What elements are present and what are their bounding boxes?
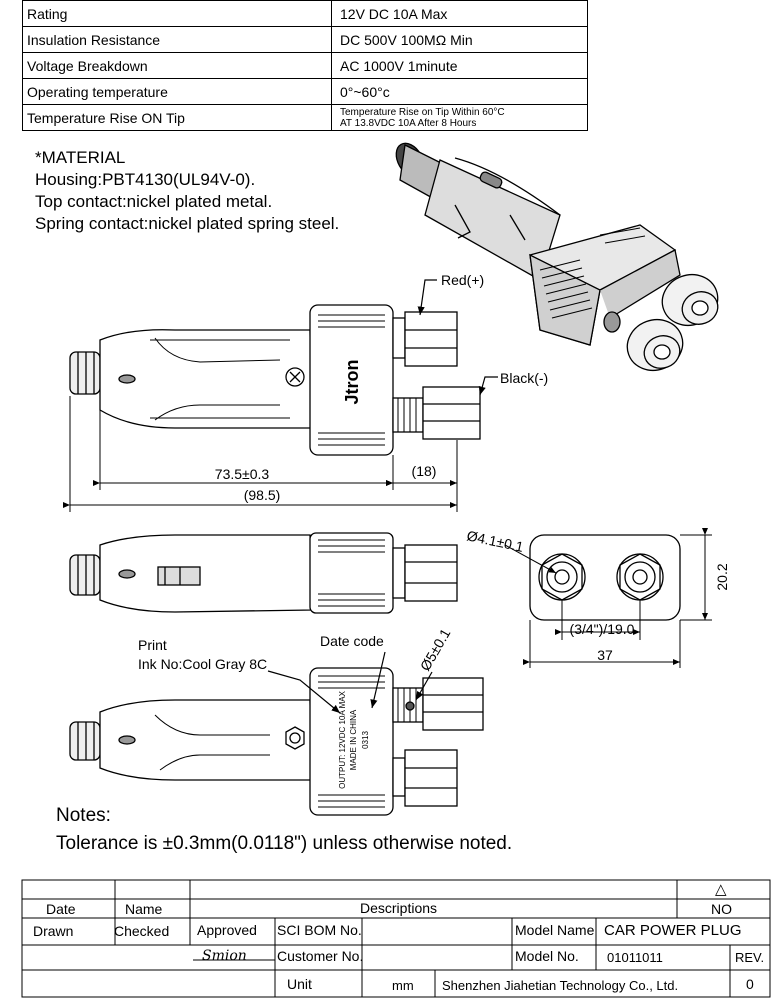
print-made: MADE IN CHINA <box>349 709 358 770</box>
date-header: Date <box>46 901 76 917</box>
spec-param: Voltage Breakdown <box>22 52 332 79</box>
brand-label: Jtron <box>342 360 362 405</box>
title-block-lines <box>21 879 771 998</box>
rev-value: 0 <box>746 976 754 992</box>
spec-value-line: Temperature Rise on Tip Within 60°C <box>340 106 505 118</box>
spec-row: Temperature Rise ON Tip Temperature Rise… <box>22 104 588 131</box>
spec-row: Insulation Resistance DC 500V 100MΩ Min <box>22 26 588 53</box>
model-name-label: Model Name <box>515 922 595 938</box>
ink-label: Ink No:Cool Gray 8C <box>138 656 267 672</box>
name-header: Name <box>125 901 163 917</box>
material-line: Top contact:nickel plated metal. <box>35 192 273 211</box>
end-view <box>529 534 681 621</box>
unit-value: mm <box>392 978 414 993</box>
spec-param: Operating temperature <box>22 78 332 105</box>
title-block: △ Date Name Descriptions NO Drawn Checke… <box>22 880 770 997</box>
no-header: NO <box>711 901 732 917</box>
dim-overall-length: (98.5) <box>244 487 281 503</box>
spec-param: Temperature Rise ON Tip <box>22 104 332 131</box>
side-view-top <box>69 304 481 456</box>
spec-row: Rating 12V DC 10A Max <box>22 0 588 27</box>
model-name-value: CAR POWER PLUG <box>604 922 742 939</box>
model-no-value: 01011011 <box>607 950 663 965</box>
print-leaders <box>267 651 433 714</box>
dim-width: 37 <box>597 647 613 663</box>
spec-table: Rating 12V DC 10A Max Insulation Resista… <box>22 0 588 131</box>
print-text: OUTPUT: 12VDC 10A MAX MADE IN CHINA 0313 <box>338 690 370 788</box>
spec-row: Operating temperature 0°~60°c <box>22 78 588 105</box>
drawn-label: Drawn <box>33 923 74 939</box>
red-label: Red(+) <box>441 272 484 288</box>
dim-terminal-length: (18) <box>412 463 437 479</box>
unit-label: Unit <box>287 976 312 992</box>
date-code-label: Date code <box>320 633 384 649</box>
notes-block: Notes: Tolerance is ±0.3mm(0.0118") unle… <box>56 802 512 858</box>
material-heading: *MATERIAL <box>35 148 126 167</box>
dim-spacing: (3/4")/19.0 <box>570 621 635 637</box>
side-view-bottom <box>69 667 484 816</box>
notes-text: Tolerance is ±0.3mm(0.0118") unless othe… <box>56 833 513 854</box>
spec-row: Voltage Breakdown AC 1000V 1minute <box>22 52 588 79</box>
print-output: OUTPUT: 12VDC 10A MAX <box>338 690 347 788</box>
spec-value: DC 500V 100MΩ Min <box>331 26 588 53</box>
leader-lines <box>417 279 498 396</box>
spec-value: 12V DC 10A Max <box>331 0 588 27</box>
product-illustration <box>395 142 719 372</box>
rev-label: REV. <box>735 950 765 965</box>
material-block: *MATERIAL Housing:PBT4130(UL94V-0). Top … <box>35 147 339 235</box>
notes-title: Notes: <box>56 805 111 826</box>
checked-label: Checked <box>114 923 170 939</box>
model-no-label: Model No. <box>515 948 579 964</box>
side-view-middle <box>69 532 458 614</box>
approved-label: Approved <box>197 922 257 938</box>
dimension-lines <box>63 396 458 512</box>
dim-hole-dia: Ø4.1±0.1 <box>465 527 525 555</box>
descriptions-header: Descriptions <box>360 900 438 916</box>
customer-no-label: Customer No. <box>277 948 364 964</box>
spec-value-line: AT 13.8VDC 10A After 8 Hours <box>340 117 477 129</box>
dim-height: 20.2 <box>714 563 730 590</box>
print-label: Print <box>138 637 167 653</box>
end-view-dimensions <box>504 528 712 668</box>
dim-screw-dia: Ø5±0.1 <box>417 626 454 674</box>
dim-body-length: 73.5±0.3 <box>215 466 270 482</box>
spec-param: Rating <box>22 0 332 27</box>
spec-value: 0°~60°c <box>331 78 588 105</box>
material-line: Housing:PBT4130(UL94V-0). <box>35 170 256 189</box>
sci-bom-label: SCI BOM No. <box>277 922 362 938</box>
material-line: Spring contact:nickel plated spring stee… <box>35 214 340 233</box>
spec-value: AC 1000V 1minute <box>331 52 588 79</box>
company-name: Shenzhen Jiahetian Technology Co., Ltd. <box>442 978 679 993</box>
signature: Smion <box>202 948 247 964</box>
revision-triangle-icon: △ <box>715 881 727 898</box>
print-code: 0313 <box>361 731 370 749</box>
spec-value: Temperature Rise on Tip Within 60°C AT 1… <box>331 104 588 131</box>
black-label: Black(-) <box>500 370 548 386</box>
